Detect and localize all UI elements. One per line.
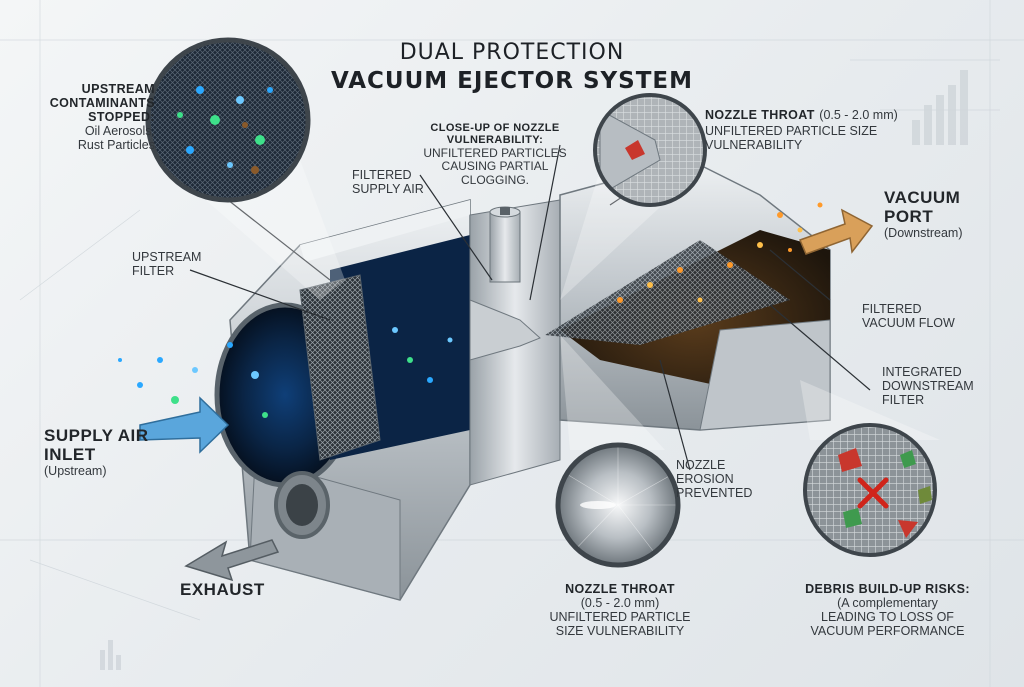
vacuum-port-1: VACUUM [884, 188, 961, 207]
nozzle-closeup-magnifier [593, 93, 707, 207]
nozzle-throat-bottom-sub-2: SIZE VULNERABILITY [555, 624, 685, 638]
upstream-contaminants-sub-2: Rust Particles [77, 138, 155, 152]
nozzle-erosion-3: PREVENTED [676, 486, 753, 500]
upstream-filter-1: UPSTREAM [132, 250, 202, 264]
filtered-vacuum-flow-1: FILTERED [862, 302, 922, 316]
debris-risks-sub-3: VACUUM PERFORMANCE [810, 624, 965, 638]
debris-risks-title: DEBRIS BUILD-UP RISKS: [805, 582, 970, 596]
nozzle-throat-top-label: NOZZLE THROAT (0.5 - 2.0 mm) UNFILTERED … [705, 106, 905, 152]
supply-air-inlet-2: INLET [44, 445, 96, 465]
filtered-vacuum-flow-2: VACUUM FLOW [862, 316, 955, 330]
integrated-filter-label: INTEGRATED DOWNSTREAM FILTER [882, 365, 1002, 407]
debris-x-icon [857, 477, 889, 509]
filtered-supply-air-1: FILTERED [352, 168, 412, 182]
nozzle-erosion-label: NOZZLE EROSION PREVENTED [676, 458, 776, 500]
supply-air-inlet-sub: (Upstream) [44, 464, 107, 479]
integrated-filter-1: INTEGRATED [882, 365, 962, 379]
nozzle-throat-top-title: NOZZLE THROAT [705, 108, 815, 122]
title-line1: DUAL PROTECTION [399, 40, 625, 65]
upstream-filter-label: UPSTREAM FILTER [132, 250, 232, 278]
filtered-vacuum-flow-label: FILTERED VACUUM FLOW [862, 302, 992, 330]
upstream-contaminants-title-2: CONTAMINANTS [49, 96, 155, 110]
upstream-contaminants-title-3: STOPPED: [88, 110, 155, 124]
integrated-filter-2: DOWNSTREAM [882, 379, 974, 393]
closeup-title-2: VULNERABILITY: [446, 134, 544, 147]
upstream-contaminants-sub-1: Oil Aerosols, [84, 124, 155, 138]
title-line2: VACUUM EJECTOR SYSTEM [330, 68, 694, 94]
nozzle-throat-magnifier [555, 442, 681, 568]
filtered-supply-air-2: SUPPLY AIR [352, 182, 424, 196]
nozzle-erosion-1: NOZZLE [676, 458, 726, 472]
closeup-vulnerability-label: CLOSE-UP OF NOZZLE VULNERABILITY: UNFILT… [420, 122, 570, 187]
vacuum-particles [617, 202, 823, 303]
vacuum-arrow-icon [798, 208, 874, 255]
exhaust-text: EXHAUST [180, 580, 265, 599]
closeup-sub-3: CLOGGING. [460, 172, 529, 187]
nozzle-throat-bottom-sub-1: UNFILTERED PARTICLE [549, 610, 691, 624]
exhaust-arrow-icon [184, 539, 280, 582]
debris-magnifier [803, 423, 937, 557]
closeup-sub-1: UNFILTERED PARTICLES [423, 145, 567, 160]
upstream-filter-2: FILTER [132, 264, 175, 278]
debris-risks-sub-2: LEADING TO LOSS OF [821, 610, 954, 624]
nozzle-throat-top-sub-2: VULNERABILITY [705, 137, 803, 152]
debris-risks-label: DEBRIS BUILD-UP RISKS: (A complementary … [800, 582, 975, 638]
vacuum-port-2: PORT [884, 207, 934, 227]
supply-arrow-icon [139, 396, 230, 454]
nozzle-throat-bottom-range: (0.5 - 2.0 mm) [580, 596, 660, 610]
exhaust-label: EXHAUST [180, 580, 290, 599]
supply-air-inlet-1: SUPPLY AIR [44, 426, 149, 445]
integrated-filter-3: FILTER [882, 393, 925, 407]
closeup-sub-2: CAUSING PARTIAL [441, 159, 549, 174]
nozzle-throat-bottom-title: NOZZLE THROAT [565, 582, 675, 596]
upstream-contaminants-label: UPSTREAM CONTAMINANTS STOPPED: Oil Aeros… [30, 82, 155, 152]
filtered-supply-air-label: FILTERED SUPPLY AIR [352, 168, 462, 196]
closeup-title-1: CLOSE-UP OF NOZZLE [430, 122, 560, 134]
nozzle-erosion-2: EROSION [676, 472, 734, 486]
nozzle-throat-top-sub-1: UNFILTERED PARTICLE SIZE [705, 123, 878, 138]
vacuum-port-sub: (Downstream) [884, 226, 963, 241]
background-chart [100, 70, 968, 670]
nozzle-throat-top-range: (0.5 - 2.0 mm) [819, 108, 898, 122]
upstream-contaminants-title-1: UPSTREAM [81, 82, 155, 96]
supply-air-inlet-label: SUPPLY AIR INLET (Upstream) [44, 426, 174, 478]
contaminants-magnifier [145, 37, 311, 203]
debris-risks-sub-1: (A complementary [837, 596, 938, 610]
vacuum-port-label: VACUUM PORT (Downstream) [884, 188, 1009, 240]
nozzle-throat-bottom-label: NOZZLE THROAT (0.5 - 2.0 mm) UNFILTERED … [545, 582, 695, 638]
